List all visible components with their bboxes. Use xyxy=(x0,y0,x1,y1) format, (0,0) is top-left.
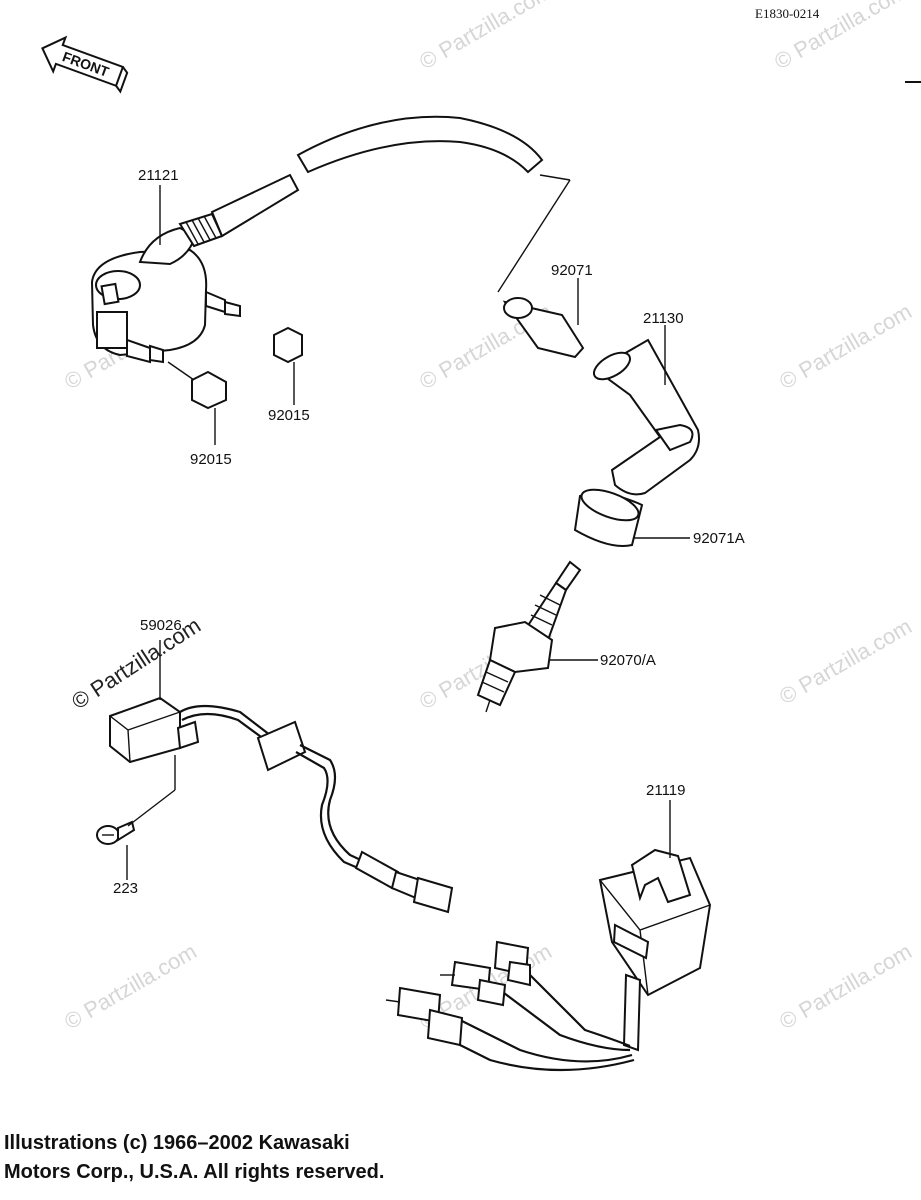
spark-plug: 92070/A xyxy=(476,560,656,713)
part-number-seal-92071a: 92071A xyxy=(693,530,745,547)
front-arrow-icon: FRONT xyxy=(41,35,129,94)
part-number-screw: 223 xyxy=(113,880,138,897)
part-number-coil: 21121 xyxy=(138,167,179,184)
screw: 223 xyxy=(96,755,176,897)
copyright-line-2: Motors Corp., U.S.A. All rights reserved… xyxy=(4,1161,385,1183)
watermark-layer: © Partzilla.com © Partzilla.com © Partzi… xyxy=(60,0,916,1034)
nut-right: 92015 xyxy=(268,326,310,424)
ignition-coil: 21121 xyxy=(90,167,300,364)
part-number-nut-left: 92015 xyxy=(190,451,232,468)
copyright-line-1: Illustrations (c) 1966–2002 Kawasaki xyxy=(4,1132,350,1154)
nut-left: 92015 xyxy=(167,361,232,468)
diagram-code: E1830-0214 xyxy=(755,6,820,21)
part-number-unit-59026: 59026 xyxy=(140,617,182,634)
seal-92071a: 92071A xyxy=(573,488,745,547)
watermark: © Partzilla.com xyxy=(60,939,201,1035)
cap-92071: 92071 xyxy=(497,174,593,359)
part-number-cdi: 21119 xyxy=(646,782,686,799)
watermark: © Partzilla.com xyxy=(775,939,916,1035)
part-number-spark-plug: 92070/A xyxy=(600,652,656,669)
watermark: © Partzilla.com xyxy=(775,299,916,395)
part-number-nut-right: 92015 xyxy=(268,407,310,424)
spark-plug-cap: 21130 xyxy=(592,310,700,496)
part-number-plug-cap: 21130 xyxy=(643,310,684,327)
watermark-dark: © Partzilla.com xyxy=(67,612,205,714)
cdi-unit: 21119 xyxy=(385,782,712,1072)
watermark: © Partzilla.com xyxy=(775,614,916,710)
watermark: © Partzilla.com xyxy=(415,0,556,74)
high-tension-lead xyxy=(296,115,544,174)
part-number-cap-92071: 92071 xyxy=(551,262,593,279)
unit-59026: 59026 xyxy=(109,617,454,914)
